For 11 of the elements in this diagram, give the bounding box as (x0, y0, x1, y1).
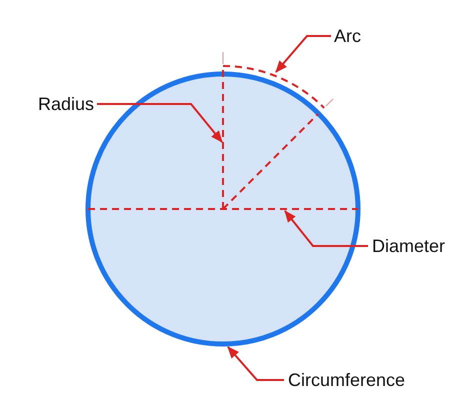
part-label: Circumference (288, 371, 406, 389)
leader-line (227, 346, 284, 381)
leader-line (284, 210, 368, 247)
dashed-arc (222, 65, 325, 109)
leader-line (275, 35, 331, 73)
diameter-line (88, 208, 358, 210)
part-label: Diameter (372, 237, 446, 255)
part-label: Arc (334, 27, 361, 45)
radius-line (222, 70, 224, 209)
leader-line (97, 103, 223, 143)
part-label: Radius (38, 95, 94, 113)
